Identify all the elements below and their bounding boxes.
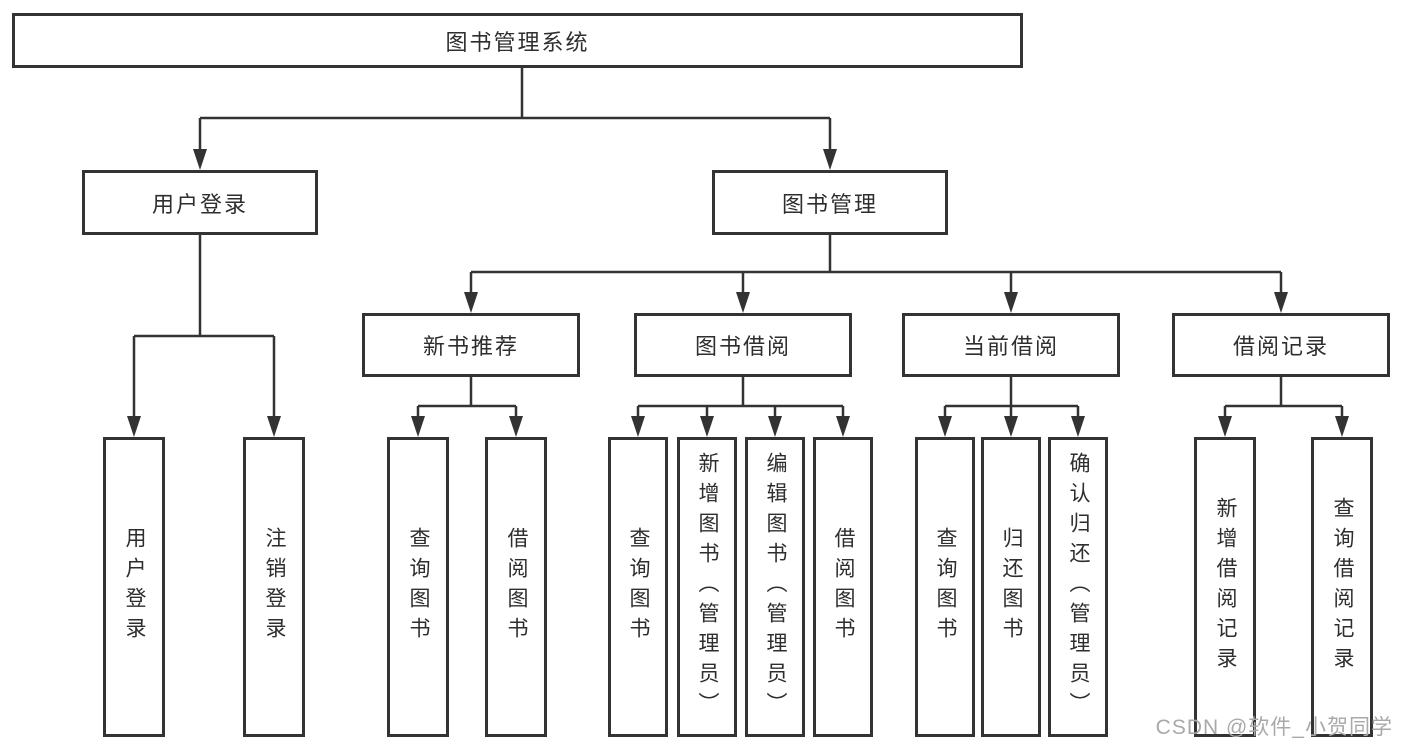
node-borrowing-records: 借阅记录 xyxy=(1172,313,1390,377)
leaf-confirm-return-admin: 确认归还（管理员） xyxy=(1048,437,1108,737)
leaf-user-login: 用户登录 xyxy=(103,437,165,737)
node-user-login: 用户登录 xyxy=(82,170,318,235)
node-new-book-recommendation: 新书推荐 xyxy=(362,313,580,377)
leaf-edit-books-admin: 编辑图书（管理员） xyxy=(745,437,805,737)
leaf-add-borrow-record: 新增借阅记录 xyxy=(1194,437,1256,737)
leaf-borrow-books-recommend: 借阅图书 xyxy=(485,437,547,737)
leaf-query-books-current: 查询图书 xyxy=(915,437,975,737)
leaf-add-books-admin: 新增图书（管理员） xyxy=(677,437,737,737)
arrowheads xyxy=(127,149,1349,437)
node-book-borrowing: 图书借阅 xyxy=(634,313,852,377)
leaf-query-borrow-record: 查询借阅记录 xyxy=(1311,437,1373,737)
leaf-query-books-recommend: 查询图书 xyxy=(387,437,449,737)
leaf-return-books: 归还图书 xyxy=(981,437,1041,737)
leaf-borrow-books-borrowing: 借阅图书 xyxy=(813,437,873,737)
node-root: 图书管理系统 xyxy=(12,13,1023,68)
leaf-logout-login: 注销登录 xyxy=(243,437,305,737)
node-book-management: 图书管理 xyxy=(712,170,948,235)
leaf-query-books-borrowing: 查询图书 xyxy=(608,437,668,737)
node-current-borrowing: 当前借阅 xyxy=(902,313,1120,377)
